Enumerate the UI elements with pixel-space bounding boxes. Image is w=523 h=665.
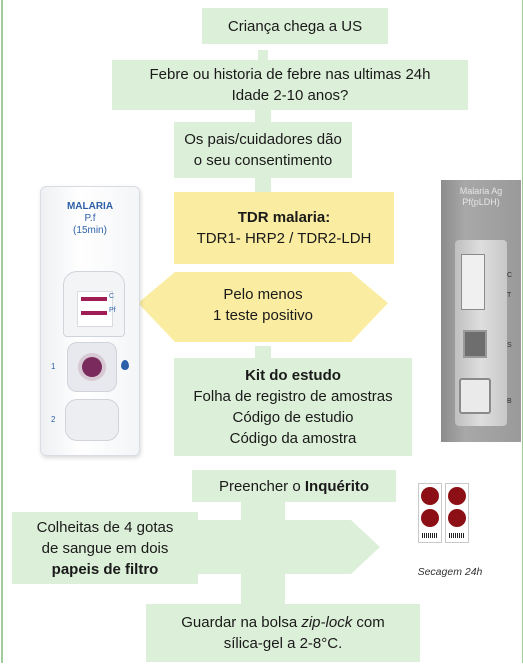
step-positive-line2: 1 teste positivo	[212, 307, 314, 324]
step-survey: Preencher o Inquérito	[192, 470, 396, 502]
step-storage-italic: zip-lock	[301, 614, 353, 631]
connector-3	[255, 178, 271, 192]
step-blood-line2: de sangue em dois	[41, 539, 169, 557]
step-blood-bold: papeis de filtro	[51, 560, 159, 578]
right-test-mark-b: B	[507, 398, 512, 405]
step-kit-line2: Código de estudio	[232, 409, 354, 426]
left-test-well-1-label: 1	[51, 362, 56, 371]
blood-spot	[421, 487, 439, 505]
step-kit: Kit do estudo Folha de registro de amost…	[174, 358, 412, 456]
step-positive-line1: Pelo menos	[223, 286, 303, 303]
blood-spot	[448, 487, 466, 505]
right-test-sample-well	[463, 330, 487, 358]
step-survey-prefix: Preencher o	[218, 477, 305, 495]
right-test-title: Malaria Ag Pf(pLDH)	[441, 186, 521, 208]
step-storage: Guardar na bolsa zip-lock com sílica-gel…	[146, 604, 420, 662]
connector-2	[255, 110, 271, 122]
filter-drying-caption: Secagem 24h	[417, 566, 483, 578]
blood-drop-icon	[121, 360, 129, 370]
left-test-buffer-well	[65, 399, 119, 441]
left-test-mark-c: C	[109, 293, 115, 300]
right-test-title-line2: Pf(pLDH)	[462, 197, 500, 207]
step-age-text: Idade 2-10 anos?	[231, 87, 349, 104]
filter-paper-2	[445, 483, 469, 543]
positive-hexagon	[138, 272, 388, 342]
right-test-mark-s: S	[507, 342, 512, 349]
right-test-window	[461, 254, 485, 310]
left-test-test-line	[81, 311, 107, 315]
step-positive: Pelo menos 1 teste positivo	[175, 280, 351, 330]
left-test-brand: MALARIA P.f (15min)	[41, 201, 139, 237]
step-kit-title: Kit do estudo	[245, 367, 341, 384]
step-survey-text: Preencher o Inquérito	[219, 476, 369, 497]
step-tdr-line: TDR1- HRP2 / TDR2-LDH	[196, 230, 372, 247]
step-arrival: Criança chega a US	[202, 8, 388, 44]
step-storage-suffix: com	[352, 614, 385, 631]
cross-arrow	[146, 502, 380, 604]
step-kit-line1: Folha de registro de amostras	[193, 388, 393, 405]
blood-spot	[421, 509, 439, 527]
step-storage-prefix: Guardar na bolsa	[181, 614, 302, 631]
right-test-mark-c: C	[507, 272, 513, 279]
step-consent-line1: Os pais/cuidadores dão	[184, 131, 342, 148]
step-tdr-title: TDR malaria:	[237, 209, 331, 226]
left-test-sample-well	[67, 342, 117, 392]
right-rapid-test-image: Malaria Ag Pf(pLDH) C T S B	[441, 180, 521, 442]
filter-paper-1	[418, 483, 442, 543]
left-rapid-test-image: MALARIA P.f (15min) C Pf 1 2	[40, 186, 140, 456]
step-storage-line1: Guardar na bolsa zip-lock com	[181, 612, 384, 633]
step-fever-age: Febre ou historia de febre nas ultimas 2…	[112, 60, 468, 110]
step-blood-sample: Colheitas de 4 gotas de sangue em dois p…	[12, 512, 198, 584]
right-test-buffer-well	[459, 378, 491, 414]
step-storage-line2: sílica-gel a 2-8°C.	[223, 635, 343, 652]
step-blood-line1: Colheitas de 4 gotas	[36, 518, 174, 536]
step-tdr: TDR malaria: TDR1- HRP2 / TDR2-LDH	[174, 192, 394, 264]
connector-4	[255, 346, 271, 358]
left-test-mark-t: Pf	[109, 307, 116, 314]
connector-1	[258, 50, 268, 60]
step-survey-bold: Inquérito	[304, 477, 370, 495]
left-test-control-line	[81, 297, 107, 301]
left-test-brand-line1: MALARIA	[66, 201, 114, 212]
step-fever-text: Febre ou historia de febre nas ultimas 2…	[149, 66, 431, 83]
right-test-title-line1: Malaria Ag	[459, 186, 503, 196]
right-test-mark-t: T	[507, 292, 512, 299]
step-consent: Os pais/cuidadores dão o seu consentimen…	[174, 122, 352, 178]
barcode-icon	[449, 533, 465, 538]
step-arrival-text: Criança chega a US	[227, 17, 363, 35]
blood-spot	[448, 509, 466, 527]
step-kit-line3: Código da amostra	[229, 430, 357, 447]
left-test-brand-line3: (15min)	[73, 225, 107, 236]
barcode-icon	[422, 533, 438, 538]
left-test-well-2-label: 2	[51, 415, 56, 424]
step-consent-line2: o seu consentimento	[193, 152, 333, 169]
left-test-brand-line2: P.f	[84, 213, 96, 224]
